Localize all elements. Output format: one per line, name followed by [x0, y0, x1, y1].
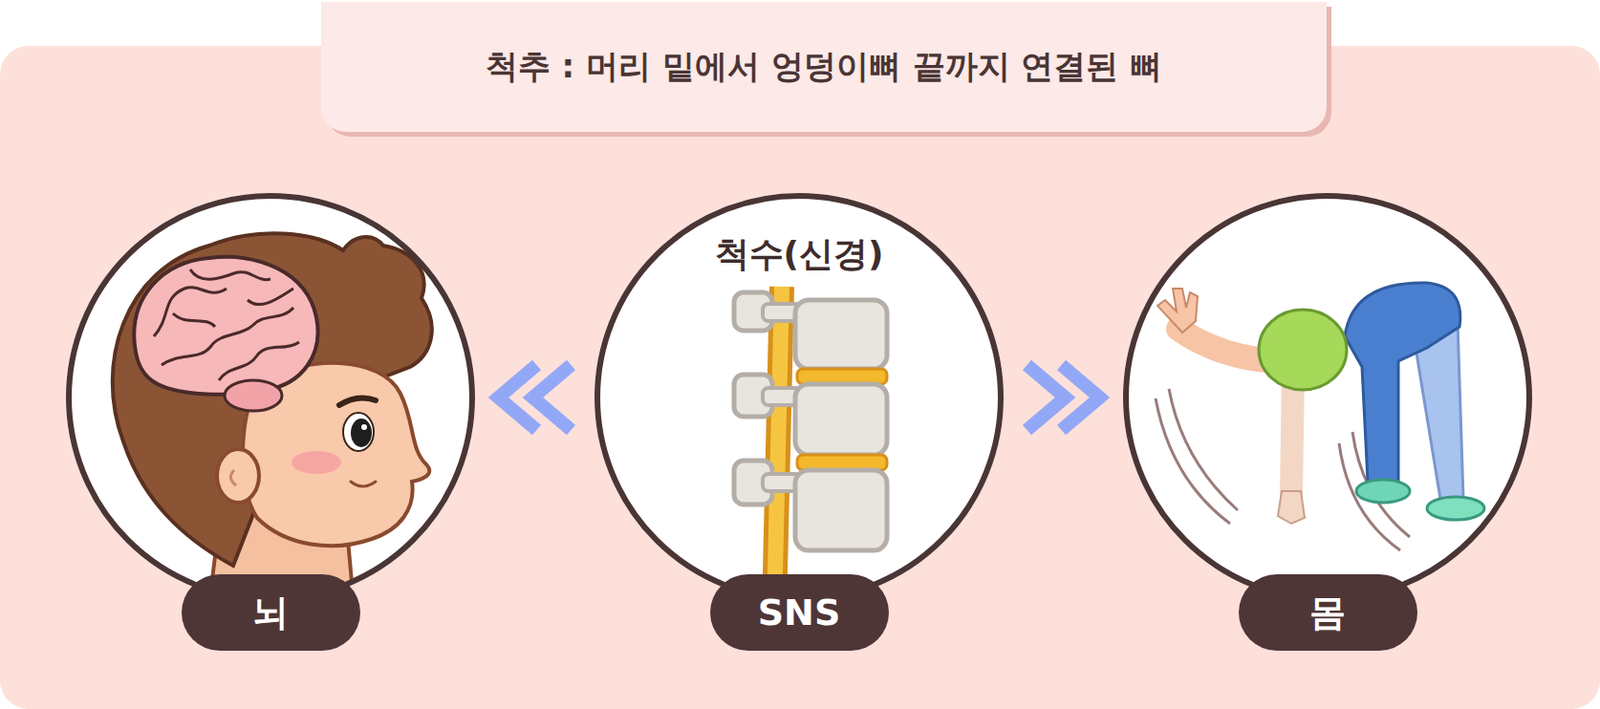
title-box: 척추 : 머리 밑에서 엉덩이뼈 끝까지 연결된 뼈: [321, 1, 1327, 132]
circle-ground: [594, 193, 1004, 603]
label-pill: 몸: [1238, 574, 1418, 651]
spine-illustration: [734, 286, 887, 614]
circle-node: 뇌: [65, 193, 476, 603]
title-text: 척추 : 머리 밑에서 엉덩이뼈 끝까지 연결된 뼈: [485, 44, 1163, 89]
circle-outline: [65, 193, 476, 603]
inner-heading-box: 척수(신경): [594, 231, 1004, 279]
body-illustration: [1155, 282, 1485, 551]
node-label: 몸: [1309, 588, 1346, 638]
node-label: 뇌: [252, 588, 289, 638]
circle-outline: [1123, 193, 1533, 603]
circle-border: [1125, 195, 1530, 600]
double-chevron-arrow: [1027, 365, 1101, 431]
circle-border: [68, 195, 473, 600]
circle-border: [597, 195, 1001, 600]
circle-node: 몸: [1123, 193, 1533, 603]
node-label: SNS: [757, 591, 842, 634]
background-panel: [0, 45, 1600, 709]
head-illustration: [112, 233, 433, 614]
double-chevron-arrow: [498, 365, 572, 431]
circle-ground: [1123, 193, 1533, 603]
inner-heading: 척수(신경): [711, 234, 888, 274]
label-pill: SNS: [710, 574, 889, 651]
circle-node: 척수(신경)SNS: [594, 193, 1004, 603]
label-pill: 뇌: [181, 574, 361, 651]
